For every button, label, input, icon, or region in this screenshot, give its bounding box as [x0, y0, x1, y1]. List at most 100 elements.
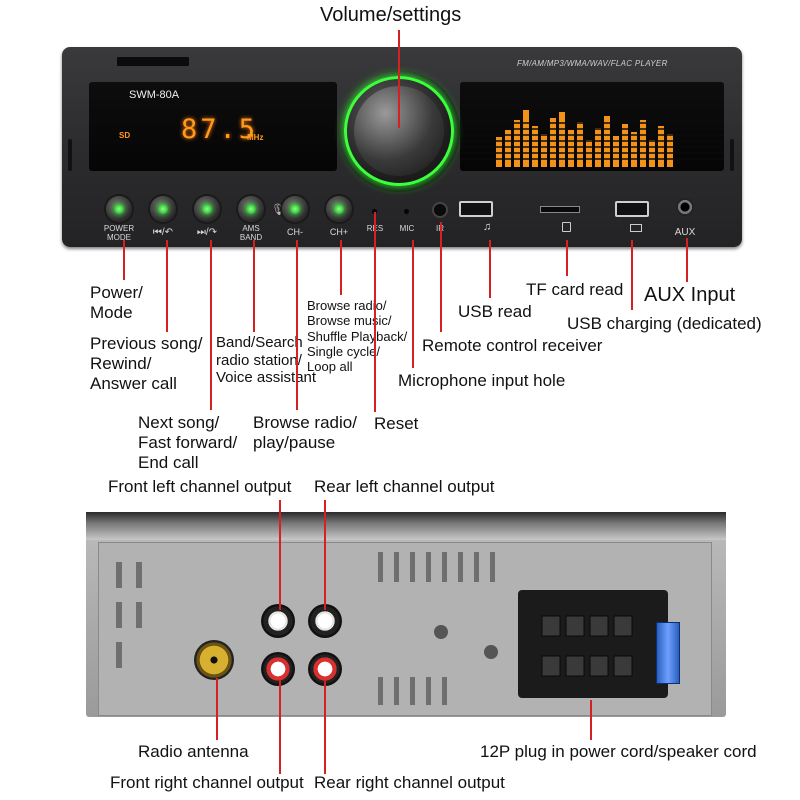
mic-label: MIC [399, 224, 415, 233]
leader-line [398, 30, 400, 128]
ch-minus-button[interactable] [282, 196, 308, 222]
callout-text: Loop all [307, 359, 353, 375]
callout-text: End call [138, 453, 199, 473]
callout-text: USB charging (dedicated) [567, 314, 762, 333]
callout-text: Answer call [90, 374, 177, 394]
music-note-icon: ♫ [483, 221, 492, 233]
rear-vent-slots [116, 552, 498, 705]
callout-text: play/pause [253, 433, 336, 453]
leader-line [210, 240, 212, 410]
reset-hole[interactable] [372, 209, 377, 214]
leader-line [340, 240, 342, 295]
callout-volume-settings: Volume/settings [320, 4, 461, 28]
ams-band-button[interactable] [238, 196, 264, 222]
connector-pins [541, 615, 633, 677]
callout-text: Front right channel output [110, 773, 304, 792]
callout-text: Mode [90, 303, 133, 323]
callout-text: Rear left channel output [314, 477, 495, 496]
callout-text: Front left channel output [108, 477, 292, 496]
left-display: SWM-80A SD 87.5 MHz [89, 82, 337, 171]
power-mode-button[interactable] [106, 196, 132, 222]
callout-browse-play: Browse radio/ play/pause [253, 413, 357, 453]
leader-line [123, 240, 125, 280]
leader-line [374, 212, 376, 412]
previous-button[interactable] [150, 196, 176, 222]
next-button[interactable] [194, 196, 220, 222]
callout-aux-input: AUX Input [644, 284, 735, 308]
callout-browse-music: Browse radio/ Browse music/ Shuffle Play… [307, 298, 407, 375]
callout-front-left: Front left channel output [108, 477, 291, 497]
sd-card-icon [562, 222, 571, 232]
frequency-readout: 87.5 [181, 114, 259, 145]
callout-text: Single cycle/ [307, 343, 380, 359]
radio-rear-chassis [86, 512, 726, 717]
leader-line [590, 700, 592, 740]
ams-band-label: AMS BAND [239, 224, 263, 242]
callout-text: Rear right channel output [314, 773, 505, 792]
front-left-rca [261, 604, 295, 638]
callout-text: Browse music/ [307, 313, 392, 329]
leader-line [166, 240, 168, 332]
tf-card-slot[interactable] [540, 206, 580, 213]
leader-line [686, 238, 688, 282]
callout-plug: 12P plug in power cord/speaker cord [480, 742, 757, 762]
callout-text: Volume/settings [320, 4, 462, 26]
front-right-rca [261, 652, 295, 686]
chassis-top-edge [86, 512, 726, 540]
leader-line [566, 240, 568, 276]
callout-text: TF card read [526, 280, 624, 299]
callout-text: Browse radio/ [253, 413, 357, 432]
callout-next-song: Next song/ Fast forward/ End call [138, 413, 237, 473]
player-text: FM/AM/MP3/WMA/WAV/FLAC PLAYER [517, 59, 668, 68]
mic-hole [404, 209, 409, 214]
usb-read-port[interactable] [459, 201, 493, 217]
leader-line [324, 500, 326, 610]
previous-label: ⏮/↶ [152, 227, 174, 238]
leader-line [216, 678, 218, 740]
mic-glyph-icon: 🎙 [271, 204, 285, 216]
leader-line [279, 680, 281, 774]
radio-front-panel: FM/AM/MP3/WMA/WAV/FLAC PLAYER SWM-80A SD… [62, 47, 742, 247]
antenna-socket [194, 640, 234, 680]
callout-text: Fast forward/ [138, 433, 238, 453]
leader-line [253, 240, 255, 332]
leader-line [412, 240, 414, 368]
right-release-slot [730, 139, 734, 171]
ch-plus-button[interactable] [326, 196, 352, 222]
ir-receiver [434, 204, 446, 216]
next-label: ⏭/↷ [196, 227, 218, 238]
leader-line [296, 240, 298, 410]
callout-band-search: Band/Search radio station/ Voice assista… [216, 334, 316, 387]
callout-text: 12P plug in power cord/speaker cord [480, 742, 757, 761]
ch-plus-label: CH+ [329, 227, 349, 237]
callout-text: Voice assistant [216, 369, 317, 387]
leader-line [279, 500, 281, 610]
callout-usb-read: USB read [458, 302, 532, 322]
ch-minus-label: CH- [287, 227, 303, 237]
callout-rear-left: Rear left channel output [314, 477, 495, 497]
callout-text: Remote control receiver [422, 336, 603, 355]
callout-tf-card: TF card read [526, 280, 623, 300]
callout-text: Reset [374, 414, 419, 433]
callout-text: USB read [458, 302, 532, 321]
callout-text: radio station/ [216, 351, 302, 369]
leader-line [489, 240, 491, 298]
usb-charging-port[interactable] [615, 201, 649, 217]
power-mode-label: POWER MODE [103, 224, 135, 242]
leader-line [440, 222, 442, 332]
callout-power-mode: Power/ Mode [90, 283, 143, 323]
callout-text: Rewind/ [90, 354, 152, 374]
sd-indicator: SD [119, 131, 131, 140]
callout-previous-song: Previous song/ Rewind/ Answer call [90, 334, 202, 394]
callout-text: Band/Search [216, 334, 303, 351]
callout-text: Next song/ [138, 413, 220, 432]
aux-jack[interactable] [676, 198, 694, 216]
callout-front-right: Front right channel output [110, 773, 304, 793]
leader-line [631, 240, 633, 310]
model-label: SWM-80A [129, 89, 180, 101]
battery-icon [630, 224, 642, 232]
callout-microphone: Microphone input hole [398, 371, 565, 391]
iso-connector [518, 590, 668, 698]
callout-remote: Remote control receiver [422, 336, 602, 356]
callout-text: Microphone input hole [398, 371, 566, 390]
